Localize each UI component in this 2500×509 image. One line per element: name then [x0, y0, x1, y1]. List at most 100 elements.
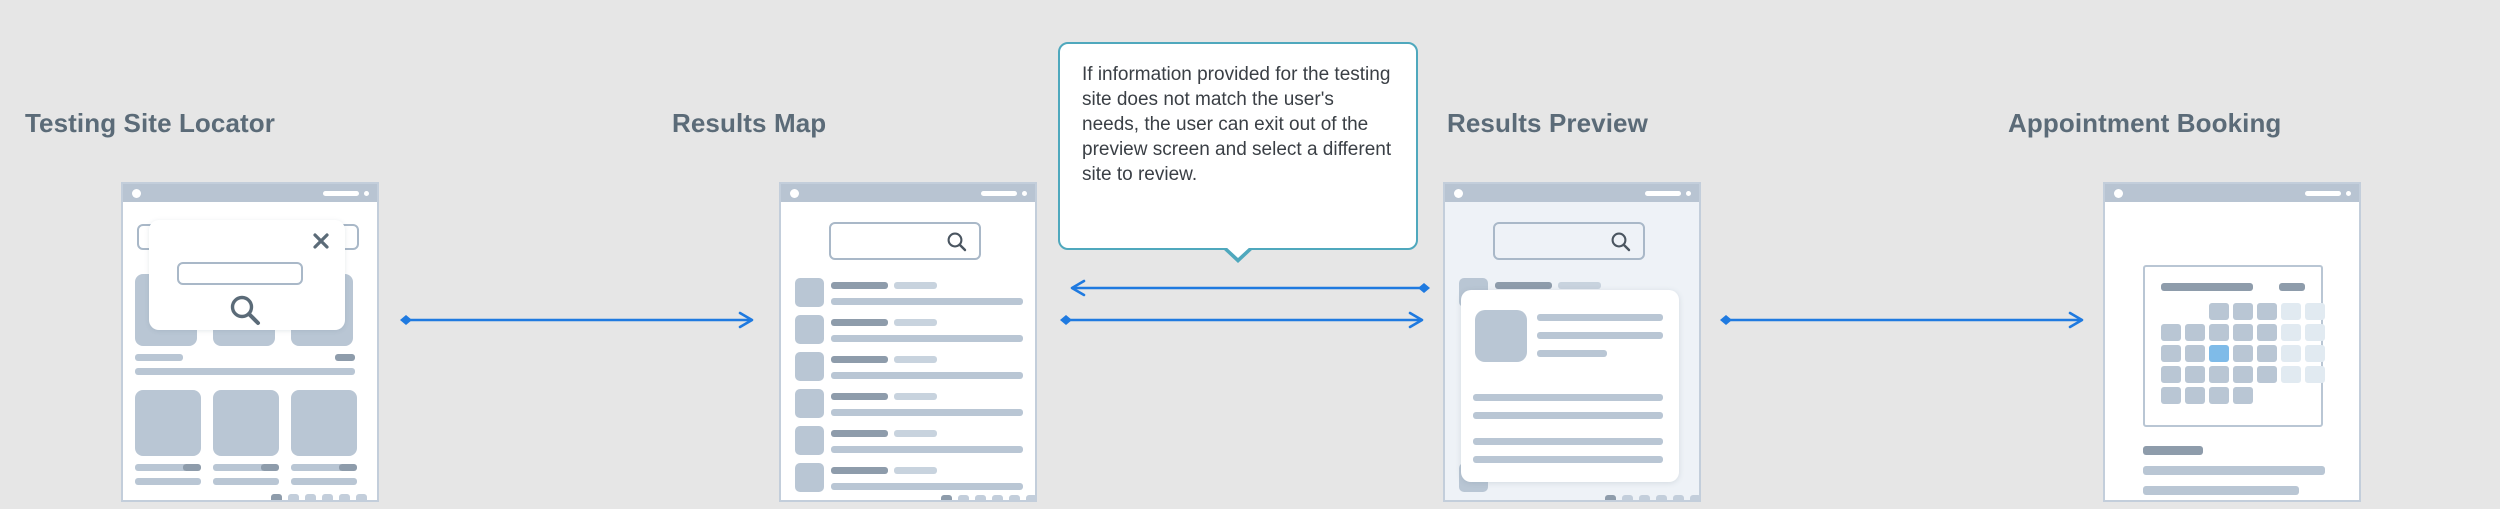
pagination-dot[interactable]	[1605, 495, 1616, 500]
window-dot-icon	[2114, 189, 2123, 198]
pagination-dot[interactable]	[992, 495, 1003, 500]
calendar-cell[interactable]	[2257, 366, 2277, 383]
calendar-cell-weekend[interactable]	[2305, 366, 2325, 383]
connector-map-to-preview	[1060, 311, 1430, 329]
result-card-thumb-2	[213, 390, 279, 456]
pagination-dots[interactable]	[941, 495, 1035, 500]
pagination-dot[interactable]	[975, 495, 986, 500]
background-result-meta	[1558, 282, 1601, 289]
screen-body	[1445, 202, 1699, 500]
result-meta	[894, 393, 937, 400]
result-thumb	[795, 426, 824, 455]
pagination-dot[interactable]	[1009, 495, 1020, 500]
result-card-tag-3	[339, 464, 357, 471]
search-input[interactable]	[829, 222, 981, 260]
window-dot-icon	[132, 189, 141, 198]
pagination-dots[interactable]	[271, 494, 367, 500]
calendar-cell[interactable]	[2185, 366, 2205, 383]
calendar-cell[interactable]	[2209, 366, 2229, 383]
step-title-testing-site-locator: Testing Site Locator	[25, 108, 275, 138]
calendar-cell[interactable]	[2257, 303, 2277, 320]
calendar-cell[interactable]	[2233, 366, 2253, 383]
connector-preview-to-map	[1060, 279, 1430, 297]
result-card-title-2	[213, 464, 265, 471]
pagination-dot[interactable]	[1026, 495, 1035, 500]
calendar-cell[interactable]	[2209, 324, 2229, 341]
search-icon[interactable]	[945, 231, 969, 254]
calendar-cell[interactable]	[2233, 345, 2253, 362]
window-controls-icon	[323, 191, 359, 196]
calendar-cell[interactable]	[2257, 324, 2277, 341]
window-dot-icon	[1454, 189, 1463, 198]
calendar-cell[interactable]	[2209, 387, 2229, 404]
wireframe-results-map[interactable]	[779, 182, 1037, 502]
calendar-cell[interactable]	[2233, 324, 2253, 341]
result-thumb	[795, 352, 824, 381]
window-mini-dot-icon	[1022, 191, 1027, 196]
calendar-grid[interactable]	[2161, 303, 2325, 404]
calendar-icon[interactable]	[2143, 265, 2325, 427]
calendar-cell[interactable]	[2185, 387, 2205, 404]
calendar-cell-weekend[interactable]	[2281, 324, 2301, 341]
calendar-cell-weekend[interactable]	[2305, 324, 2325, 341]
preview-panel[interactable]	[1461, 290, 1679, 482]
window-mini-dot-icon	[2346, 191, 2351, 196]
pagination-dot[interactable]	[322, 494, 333, 500]
step-title-appointment-booking: Appointment Booking	[2008, 108, 2282, 138]
result-card-title-3	[291, 464, 343, 471]
preview-line-2	[1537, 332, 1663, 339]
wireframe-appointment-booking[interactable]	[2103, 182, 2361, 502]
search-input[interactable]	[177, 262, 303, 285]
screen-body	[123, 202, 377, 500]
pagination-dot[interactable]	[1656, 495, 1667, 500]
calendar-cell[interactable]	[2185, 324, 2205, 341]
pagination-dot[interactable]	[339, 494, 350, 500]
calendar-cell[interactable]	[2257, 345, 2277, 362]
pagination-dot[interactable]	[941, 495, 952, 500]
result-desc	[831, 298, 1023, 305]
result-desc	[831, 483, 1023, 490]
calendar-cell[interactable]	[2161, 366, 2181, 383]
calendar-cell-weekend[interactable]	[2281, 345, 2301, 362]
result-desc	[831, 335, 1023, 342]
callout-box: If information provided for the testing …	[1058, 42, 1418, 250]
result-desc	[831, 409, 1023, 416]
calendar-cell-weekend[interactable]	[2305, 345, 2325, 362]
calendar-cell[interactable]	[2161, 324, 2181, 341]
search-modal[interactable]	[149, 220, 345, 330]
result-title	[831, 393, 888, 400]
calendar-cell[interactable]	[2185, 345, 2205, 362]
pagination-dot[interactable]	[1622, 495, 1633, 500]
calendar-cell-empty	[2257, 387, 2277, 404]
pagination-dots[interactable]	[1605, 495, 1699, 500]
calendar-cell[interactable]	[2161, 345, 2181, 362]
calendar-month-label	[2161, 283, 2253, 291]
pagination-dot[interactable]	[958, 495, 969, 500]
calendar-cell-weekend[interactable]	[2305, 303, 2325, 320]
pagination-dot[interactable]	[356, 494, 367, 500]
calendar-cell[interactable]	[2233, 303, 2253, 320]
pagination-dot[interactable]	[1639, 495, 1650, 500]
calendar-cell-weekend[interactable]	[2281, 366, 2301, 383]
wireframe-testing-site-locator[interactable]	[121, 182, 379, 502]
pagination-dot[interactable]	[305, 494, 316, 500]
calendar-cell[interactable]	[2161, 387, 2181, 404]
result-title	[831, 356, 888, 363]
pagination-dot[interactable]	[271, 494, 282, 500]
calendar-cell[interactable]	[2233, 387, 2253, 404]
calendar-cell-selected[interactable]	[2209, 345, 2229, 362]
pagination-dot[interactable]	[1673, 495, 1684, 500]
close-icon[interactable]	[311, 231, 331, 256]
connector-preview-to-booking	[1720, 311, 2090, 329]
search-input[interactable]	[1493, 222, 1645, 260]
preview-body-line-2	[1473, 412, 1663, 419]
search-icon[interactable]	[227, 294, 263, 328]
result-thumb	[795, 463, 824, 492]
calendar-cell[interactable]	[2209, 303, 2229, 320]
search-icon[interactable]	[1609, 231, 1633, 254]
wireframe-results-preview[interactable]	[1443, 182, 1701, 502]
pagination-dot[interactable]	[288, 494, 299, 500]
pagination-dot[interactable]	[1690, 495, 1699, 500]
calendar-cell-weekend[interactable]	[2281, 303, 2301, 320]
